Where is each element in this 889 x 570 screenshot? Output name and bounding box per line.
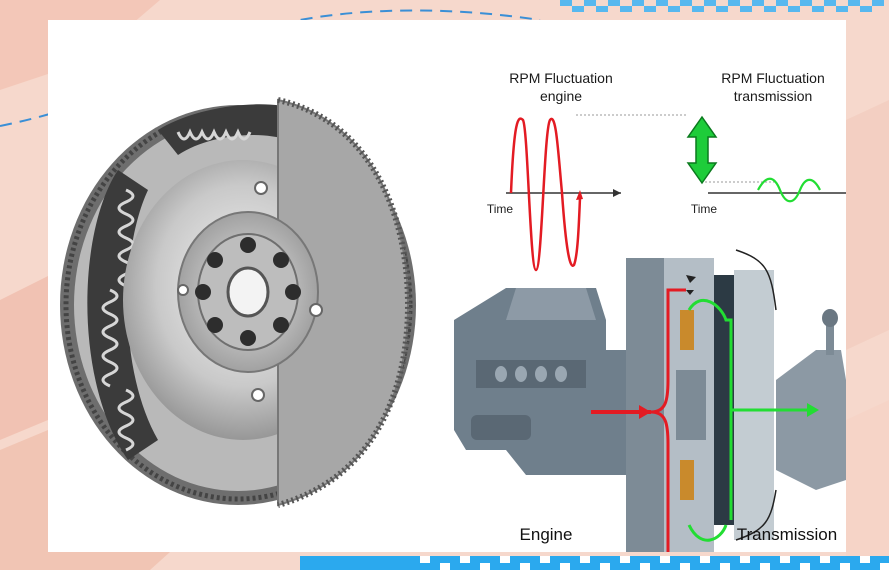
engine-rpm-title: RPM Fluctuation engine xyxy=(496,69,626,105)
spring-marker-upper xyxy=(686,275,696,295)
damper-diagram xyxy=(454,114,846,552)
transmission-label: Transmission xyxy=(736,525,838,544)
engine-rpm-wave xyxy=(509,117,582,272)
engine-rpm-title-line2: engine xyxy=(539,88,583,104)
red-flow-lower xyxy=(650,410,670,552)
transmission-torque-arrowhead xyxy=(807,403,819,417)
slide-card: RPM Fluctuation engine RPM Fluctuation t… xyxy=(48,20,846,552)
double-arrow-icon xyxy=(686,115,718,185)
transmission-rpm-graph xyxy=(701,177,846,203)
engine-torque-arrowhead xyxy=(639,405,651,419)
transmission-rpm-title-line2: transmission xyxy=(733,88,813,104)
green-flow-vertical xyxy=(687,298,733,520)
transmission-block xyxy=(776,309,846,490)
engine-wave-arrowhead xyxy=(576,190,583,200)
engine-block xyxy=(454,288,636,475)
transmission-rpm-title-line1: RPM Fluctuation xyxy=(721,70,825,86)
engine-rpm-title-line1: RPM Fluctuation xyxy=(509,70,613,86)
engine-label: Engine xyxy=(519,525,573,544)
flywheel-illustration xyxy=(60,97,416,508)
transmission-rpm-wave xyxy=(757,177,821,203)
damper-housing xyxy=(626,249,777,552)
time-label-transmission: Time xyxy=(690,202,718,216)
time-label-engine: Time xyxy=(486,202,514,216)
transmission-rpm-title: RPM Fluctuation transmission xyxy=(708,69,838,105)
green-flow-lower xyxy=(687,524,728,542)
engine-axis-arrowhead xyxy=(613,189,621,197)
engine-rpm-graph xyxy=(506,114,686,272)
